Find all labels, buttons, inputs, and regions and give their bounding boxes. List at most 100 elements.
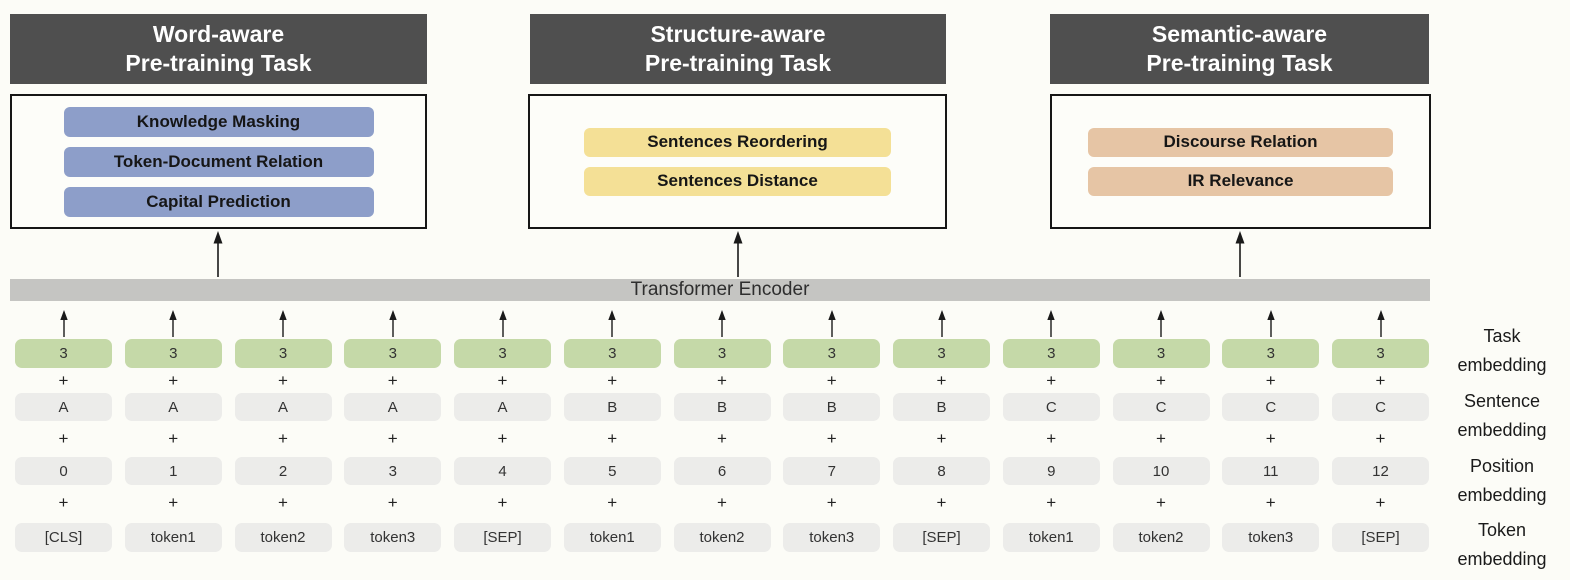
token-embedding-cell: token1 (563, 523, 661, 552)
plus-sign: + (607, 371, 618, 390)
up-arrow-icon (674, 309, 771, 337)
plus-sign: + (387, 429, 398, 448)
structure-aware-task-box: Sentences Reordering Sentences Distance (528, 94, 947, 229)
plus-sign: + (58, 429, 69, 448)
plus-sign: + (1375, 371, 1386, 390)
plus-sign: + (1265, 371, 1276, 390)
up-arrow-icon (235, 309, 332, 337)
up-arrow-icon (893, 309, 990, 337)
up-arrow-icon (564, 309, 661, 337)
row-label-task-embedding: Task embedding (1438, 322, 1566, 380)
plus-row: +++++++++++++ (15, 493, 1429, 513)
header-title-line1: Structure-aware (650, 21, 826, 47)
up-arrow-icon (211, 231, 225, 278)
position-embedding-cell: 12 (1332, 457, 1429, 485)
row-label-token-embedding: Token embedding (1438, 516, 1566, 574)
token-embedding-row: [CLS] token1 token2 token3 [SEP] token1 token2… (15, 523, 1429, 552)
sentence-embedding-cell: A (124, 393, 222, 421)
up-arrow-icon (454, 309, 551, 337)
sentence-embedding-cell: C (1222, 393, 1320, 421)
token-embedding-cell: token3 (344, 523, 442, 552)
task-pill-discourse-relation: Discourse Relation (1088, 127, 1393, 157)
token-embedding-cell: token2 (673, 523, 771, 552)
position-embedding-cell: 1 (124, 457, 222, 485)
row-label-line2: embedding (1457, 420, 1547, 440)
token-embedding-cell: token3 (783, 523, 881, 552)
token-embedding-cell: token2 (234, 523, 332, 552)
column-arrows-row (15, 309, 1429, 337)
task-pill-sentences-distance: Sentences Distance (584, 166, 891, 196)
plus-sign: + (1156, 493, 1166, 512)
plus-sign: + (1046, 429, 1057, 448)
task-embedding-cell: 3 (673, 339, 771, 368)
plus-sign: + (1156, 371, 1166, 390)
task-pill-ir-relevance: IR Relevance (1088, 166, 1393, 196)
position-embedding-cell: 10 (1112, 457, 1210, 485)
token-embedding-cell: token1 (124, 523, 222, 552)
plus-sign: + (497, 371, 508, 390)
up-arrow-icon (15, 309, 112, 337)
task-pill-sentences-reordering: Sentences Reordering (584, 127, 891, 157)
up-arrow-icon (1233, 231, 1247, 278)
task-embedding-cell: 3 (563, 339, 661, 368)
row-label-line1: Token (1477, 520, 1527, 540)
header-title-line1: Word-aware (152, 21, 285, 47)
sentence-embedding-cell: A (454, 393, 551, 421)
position-embedding-cell: 11 (1222, 457, 1320, 485)
token-embedding-cell: [CLS] (15, 523, 112, 552)
plus-sign: + (1265, 493, 1276, 512)
task-pill-knowledge-masking: Knowledge Masking (63, 106, 374, 137)
word-aware-task-box: Knowledge Masking Token-Document Relatio… (10, 94, 427, 229)
structure-aware-header: Structure-aware Pre-training Task (530, 14, 946, 84)
up-arrow-icon (731, 231, 745, 278)
plus-sign: + (1265, 429, 1276, 448)
plus-sign: + (1156, 429, 1166, 448)
plus-sign: + (607, 429, 618, 448)
plus-sign: + (1046, 493, 1057, 512)
row-label-sentence-embedding: Sentence embedding (1438, 387, 1566, 445)
up-arrow-icon (1003, 309, 1100, 337)
position-embedding-cell: 4 (454, 457, 551, 485)
plus-sign: + (278, 429, 288, 448)
sentence-embedding-cell: B (563, 393, 661, 421)
sentence-embedding-cell: C (1002, 393, 1100, 421)
token-embedding-cell: [SEP] (1332, 523, 1429, 552)
row-label-line2: embedding (1457, 485, 1547, 505)
position-embedding-cell: 9 (1002, 457, 1100, 485)
row-label-line1: Task (1483, 326, 1521, 346)
row-label-line1: Position (1469, 456, 1535, 476)
sentence-embedding-cell: C (1112, 393, 1210, 421)
transformer-encoder-bar: Transformer Encoder (10, 279, 1430, 301)
sentence-embedding-cell: A (15, 393, 112, 421)
row-label-line2: embedding (1457, 549, 1547, 569)
plus-sign: + (58, 493, 69, 512)
plus-sign: + (497, 493, 508, 512)
token-embedding-cell: token1 (1002, 523, 1100, 552)
position-embedding-cell: 2 (234, 457, 332, 485)
header-title-line1: Semantic-aware (1151, 21, 1328, 47)
task-pill-token-document-relation: Token-Document Relation (63, 146, 374, 177)
task-embedding-cell: 3 (1222, 339, 1320, 368)
plus-sign: + (936, 493, 947, 512)
task-embedding-cell: 3 (1332, 339, 1429, 368)
plus-sign: + (936, 371, 947, 390)
up-arrow-icon (344, 309, 441, 337)
plus-sign: + (497, 429, 508, 448)
up-arrow-icon (1222, 309, 1319, 337)
plus-sign: + (717, 493, 727, 512)
sentence-embedding-cell: A (344, 393, 442, 421)
position-embedding-cell: 6 (673, 457, 771, 485)
header-title-line2: Pre-training Task (125, 50, 312, 76)
header-title-line2: Pre-training Task (644, 50, 832, 76)
plus-sign: + (936, 429, 947, 448)
plus-sign: + (1375, 493, 1386, 512)
up-arrow-icon (783, 309, 880, 337)
task-embedding-cell: 3 (1002, 339, 1100, 368)
task-embedding-cell: 3 (344, 339, 442, 368)
task-embedding-cell: 3 (15, 339, 112, 368)
sentence-embedding-cell: A (234, 393, 332, 421)
row-label-line1: Sentence (1463, 391, 1541, 411)
plus-sign: + (168, 371, 179, 390)
